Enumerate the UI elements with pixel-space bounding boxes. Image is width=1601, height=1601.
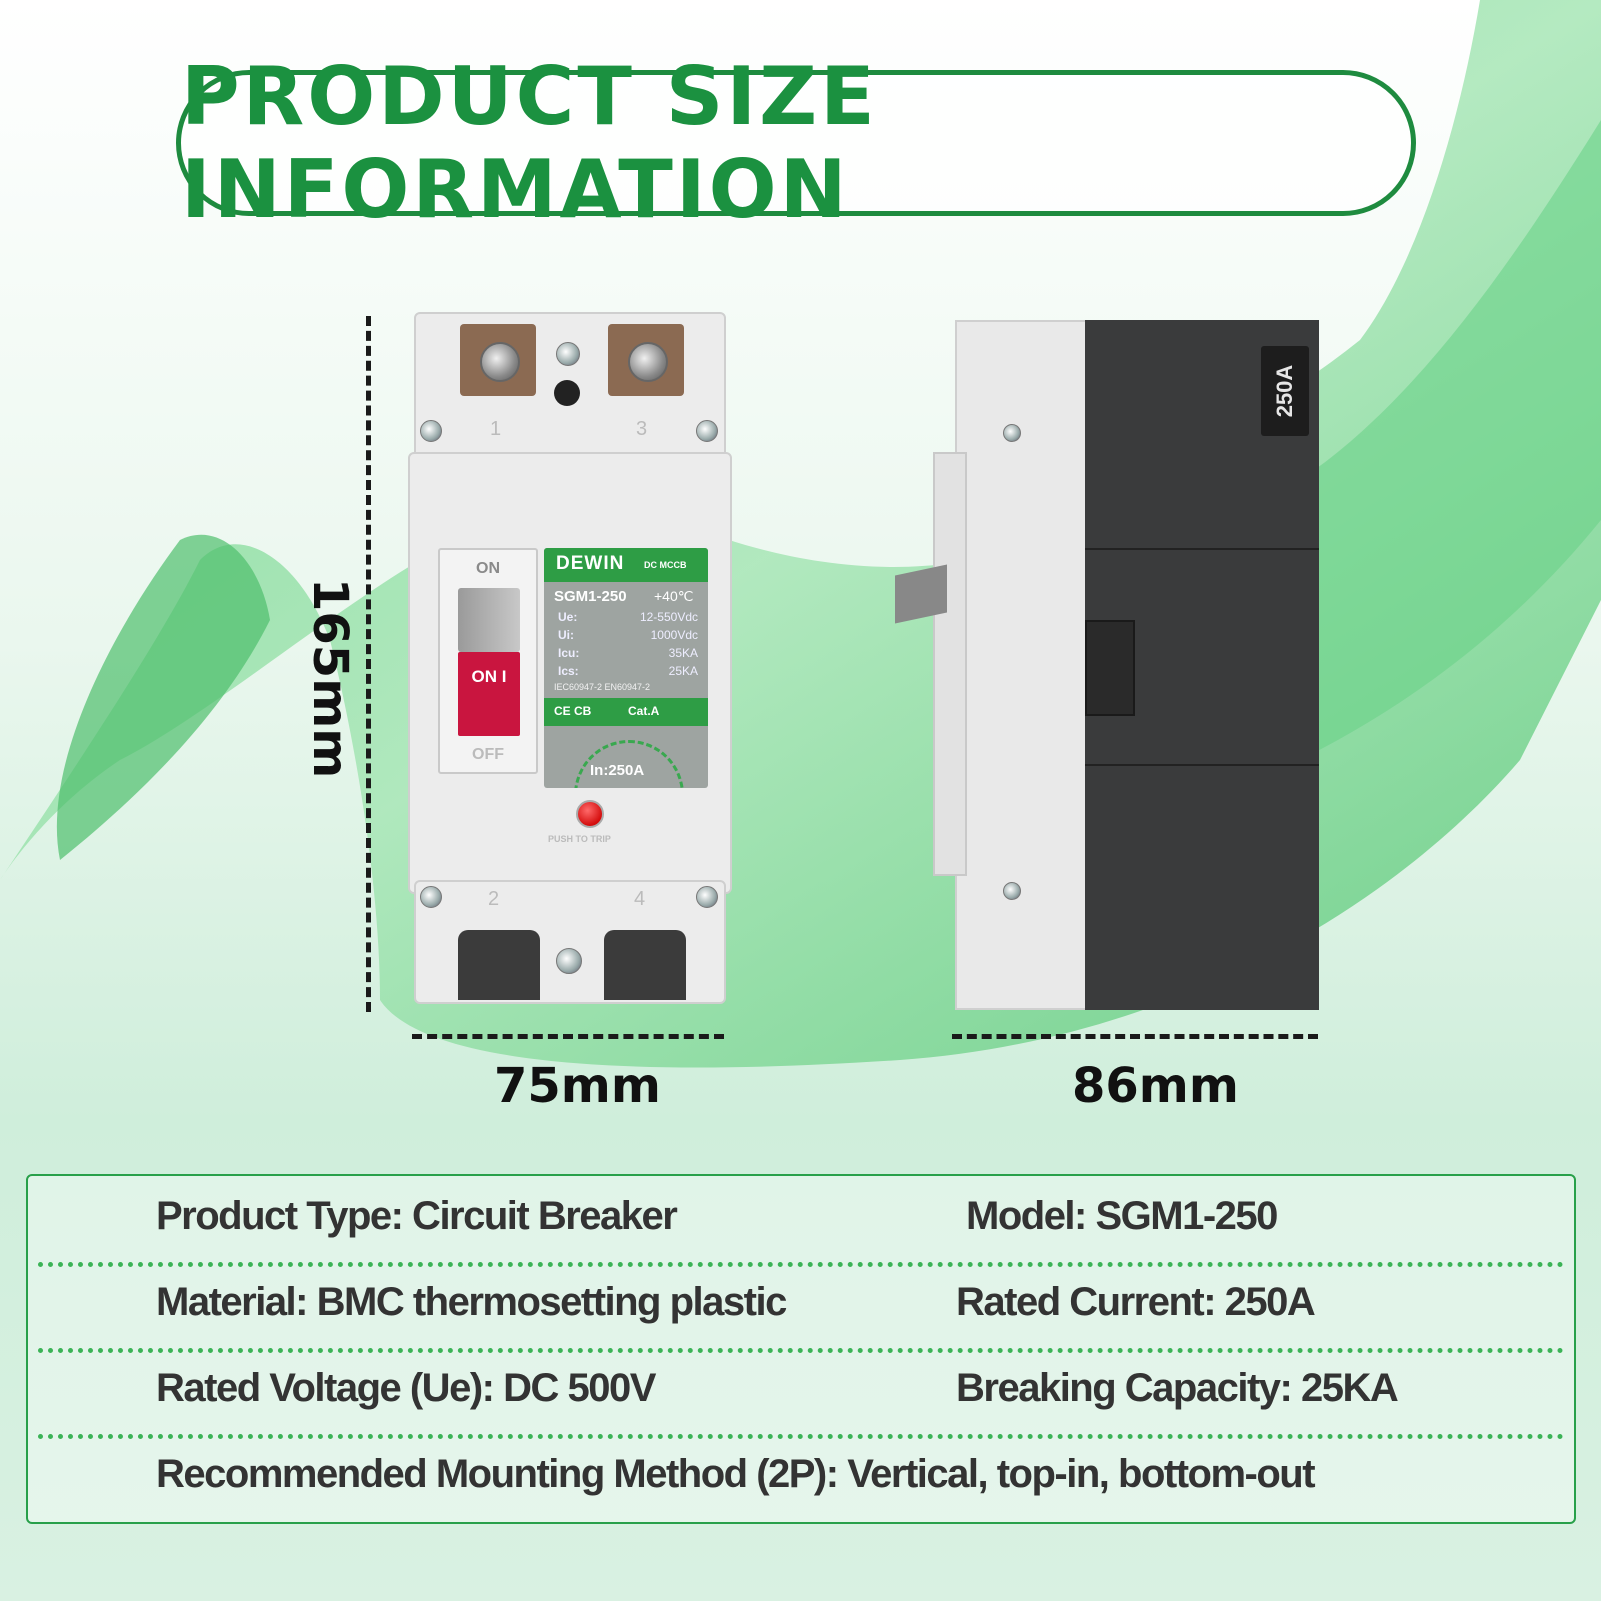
mount-screw-bottom-right [696, 886, 718, 908]
push-to-trip-label: PUSH TO TRIP [548, 834, 611, 844]
depth-dimension-line [952, 1034, 1318, 1039]
terminal-number-3: 3 [636, 418, 648, 440]
mounting-method-cell: Recommended Mounting Method (2P): Vertic… [156, 1452, 1316, 1496]
toggle-on-label: ON [476, 560, 500, 577]
depth-dimension-label: 86mm [1072, 1058, 1239, 1114]
center-hole-top [554, 380, 580, 406]
terminal-slot-bottom-right [604, 930, 686, 1000]
side-screw-top [1003, 424, 1021, 442]
spec-info-table: Product Type: Circuit Breaker Model: SGM… [26, 1174, 1576, 1524]
terminal-number-1: 1 [490, 418, 502, 440]
terminal-slot-bottom-left [458, 930, 540, 1000]
terminal-number-2: 2 [488, 888, 500, 910]
table-row: Recommended Mounting Method (2P): Vertic… [28, 1434, 1574, 1520]
side-screw-bottom [1003, 882, 1021, 900]
terminal-screw-top-right [628, 342, 668, 382]
center-screw-bottom [556, 948, 582, 974]
rated-voltage-cell: Rated Voltage (Ue): DC 500V [156, 1366, 656, 1410]
product-type-cell: Product Type: Circuit Breaker [156, 1194, 678, 1238]
category-label: Cat.A [628, 704, 660, 718]
side-notch [1085, 620, 1135, 716]
brand-logo: DEWIN [556, 553, 625, 574]
row-divider [38, 1262, 1564, 1267]
side-base [955, 320, 1087, 1010]
toggle-indicator-label: ON I [471, 667, 507, 686]
certification-strip: CE CB Cat.A [544, 698, 708, 726]
side-rating-badge: 250A [1261, 346, 1309, 436]
rated-current-cell: Rated Current: 250A [956, 1280, 1316, 1324]
terminal-screw-top-left [480, 342, 520, 382]
table-row: Rated Voltage (Ue): DC 500V Breaking Cap… [28, 1348, 1574, 1434]
row-divider [38, 1434, 1564, 1439]
cert-marks: CE CB [554, 704, 592, 718]
toggle-off-label: OFF [472, 746, 504, 763]
push-to-trip-button [576, 800, 604, 828]
mount-screw-bottom-left [420, 886, 442, 908]
spec-row: Ics:25KA [558, 664, 698, 678]
side-groove-2 [1085, 764, 1319, 766]
table-row: Product Type: Circuit Breaker Model: SGM… [28, 1176, 1574, 1262]
breaker-side-view: 250A [895, 320, 1319, 1010]
mount-screw-top-right [696, 420, 718, 442]
toggle-housing: ON ON I OFF [438, 548, 538, 774]
brand-subtitle: DC MCCB [644, 560, 687, 570]
label-model: SGM1-250 [554, 588, 627, 605]
spec-row: Icu:35KA [558, 646, 698, 660]
spec-row: Ui:1000Vdc [558, 628, 698, 642]
center-screw-top [556, 342, 580, 366]
side-rating-label: 250A [1272, 364, 1297, 418]
title-banner: PRODUCT SIZE INFORMATION [176, 50, 1416, 236]
row-divider [38, 1348, 1564, 1353]
breaker-front-view: 1 3 ON ON I OFF DEWIN DC MCCB SGM1-250 +… [408, 312, 733, 1012]
toggle-indicator: ON I [458, 652, 520, 736]
model-cell: Model: SGM1-250 [966, 1194, 1278, 1238]
material-cell: Material: BMC thermosetting plastic [156, 1280, 787, 1324]
label-standards: IEC60947-2 EN60947-2 [554, 682, 651, 692]
width-dimension-line [412, 1034, 724, 1039]
spec-row: Ue:12-550Vdc [558, 610, 698, 624]
toggle-lever [458, 588, 520, 652]
height-dimension-line [366, 316, 371, 1012]
rating-label-plate: DEWIN DC MCCB SGM1-250 +40℃ Ue:12-550Vdc… [544, 548, 708, 788]
side-rail [933, 452, 967, 876]
label-current-rating: In:250A [590, 762, 645, 779]
label-header [544, 548, 708, 582]
label-temperature: +40℃ [654, 588, 694, 604]
width-dimension-label: 75mm [494, 1058, 661, 1114]
mount-screw-top-left [420, 420, 442, 442]
height-dimension-label: 165mm [302, 578, 358, 779]
side-groove-1 [1085, 548, 1319, 550]
page-title: PRODUCT SIZE INFORMATION [181, 50, 878, 236]
terminal-number-4: 4 [634, 888, 646, 910]
breaking-capacity-cell: Breaking Capacity: 25KA [956, 1366, 1399, 1410]
table-row: Material: BMC thermosetting plastic Rate… [28, 1262, 1574, 1348]
